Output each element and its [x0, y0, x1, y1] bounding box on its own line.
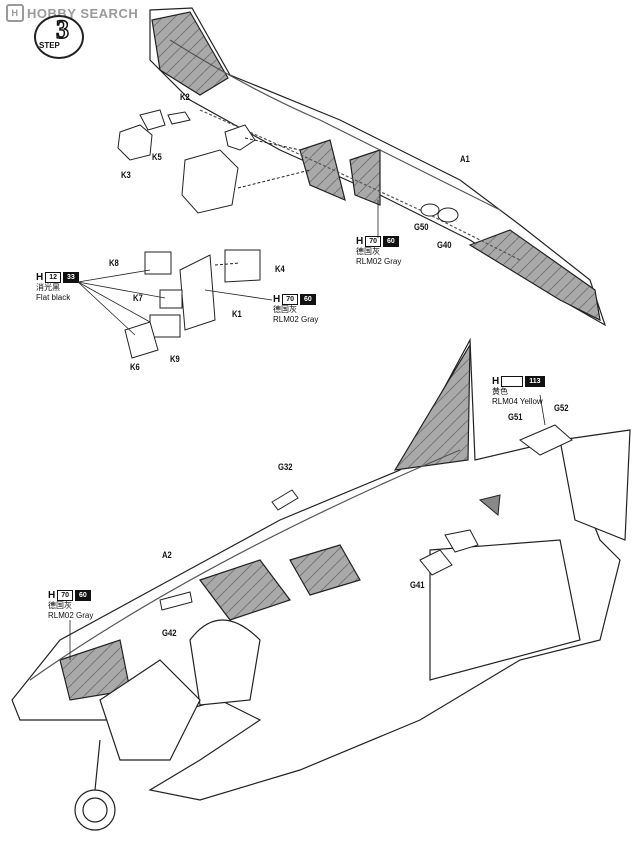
label-k9: K9: [170, 354, 180, 364]
part-g50-shape: [420, 203, 440, 217]
label-g50: G50: [414, 222, 429, 232]
radio-box-shape: [181, 149, 239, 214]
paint-gray-mid-cn: 德国灰: [273, 305, 297, 314]
part-g51-g52-shape: [519, 424, 573, 456]
step-circle: [34, 15, 84, 59]
part-k3-shape: [117, 124, 153, 161]
label-k3: K3: [121, 170, 131, 180]
paint-gray-bottom-en: RLM02 Gray: [48, 611, 94, 620]
label-g42: G42: [162, 628, 177, 638]
watermark-logo: H: [6, 4, 24, 22]
part-k1-shape: [179, 254, 216, 331]
part-g40-shape: [437, 207, 459, 223]
step-badge: 3 STEP: [34, 14, 84, 59]
step-number: 3: [55, 14, 70, 45]
label-g52: G52: [554, 403, 569, 413]
paint-yellow-cn: 黄色: [492, 387, 508, 396]
label-k1: K1: [232, 309, 242, 319]
label-a2: A2: [162, 550, 172, 560]
radio-parts-lower: [124, 249, 261, 359]
paint-gray-mid-en: RLM02 Gray: [273, 315, 319, 324]
radio-parts-upper: [117, 109, 459, 223]
paint-gray-top-en: RLM02 Gray: [356, 257, 402, 266]
paint-black-cn: 消光黑: [36, 283, 60, 292]
label-a1: A1: [460, 154, 470, 164]
label-g40: G40: [437, 240, 452, 250]
part-k9-shape: [149, 314, 181, 338]
small-parts-lower: [159, 424, 573, 611]
part-g41-shape: [419, 549, 453, 576]
part-k2-shape: [167, 111, 191, 125]
label-g41: G41: [410, 580, 425, 590]
paint-gray-top-cn: 德国灰: [356, 247, 380, 256]
step-word: STEP: [39, 41, 60, 50]
label-k5: K5: [152, 152, 162, 162]
part-g32-shape: [271, 489, 299, 511]
lower-wing-fuselage-a2: [11, 337, 631, 831]
paint-yellow-en: RLM04 Yellow: [492, 397, 543, 406]
upper-wing-a1: [149, 7, 607, 327]
label-g51: G51: [508, 412, 523, 422]
nose-wheel-shape: [74, 789, 116, 831]
part-k7-shape: [159, 289, 183, 309]
paint-black-en: Flat black: [36, 293, 71, 302]
label-k4: K4: [275, 264, 285, 274]
label-k7: K7: [133, 293, 143, 303]
part-k5-shape: [139, 109, 166, 131]
label-k8: K8: [109, 258, 119, 268]
part-k8-shape: [144, 251, 172, 275]
label-g32: G32: [278, 462, 293, 472]
part-k4-shape: [224, 249, 261, 283]
part-g42-shape: [159, 591, 193, 611]
label-k6: K6: [130, 362, 140, 372]
label-k2: K2: [180, 92, 190, 102]
paint-gray-bottom-cn: 德国灰: [48, 601, 72, 610]
